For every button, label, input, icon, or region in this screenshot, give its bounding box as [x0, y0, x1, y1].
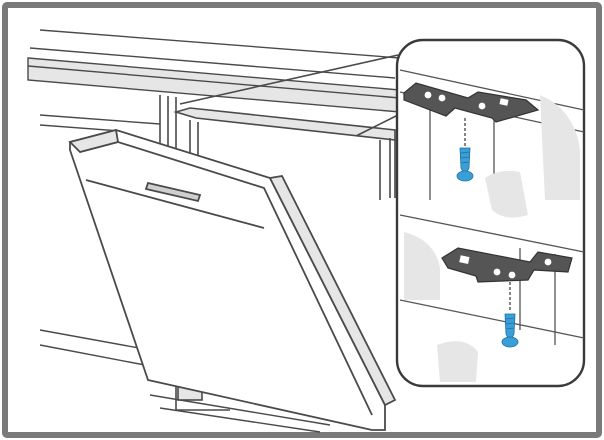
bottom-detail: [399, 232, 585, 382]
screw-icon: [456, 118, 474, 182]
detail-divider: [399, 214, 585, 253]
detail-callout: [395, 38, 586, 388]
mounting-bracket-top: [403, 82, 540, 123]
mounting-bracket-bottom: [441, 247, 573, 283]
screw-icon: [501, 282, 519, 348]
door-handle: [144, 181, 202, 203]
countertop: [27, 29, 401, 433]
detail-callout-pointer: [179, 54, 399, 137]
dishwasher-door: [68, 128, 397, 431]
